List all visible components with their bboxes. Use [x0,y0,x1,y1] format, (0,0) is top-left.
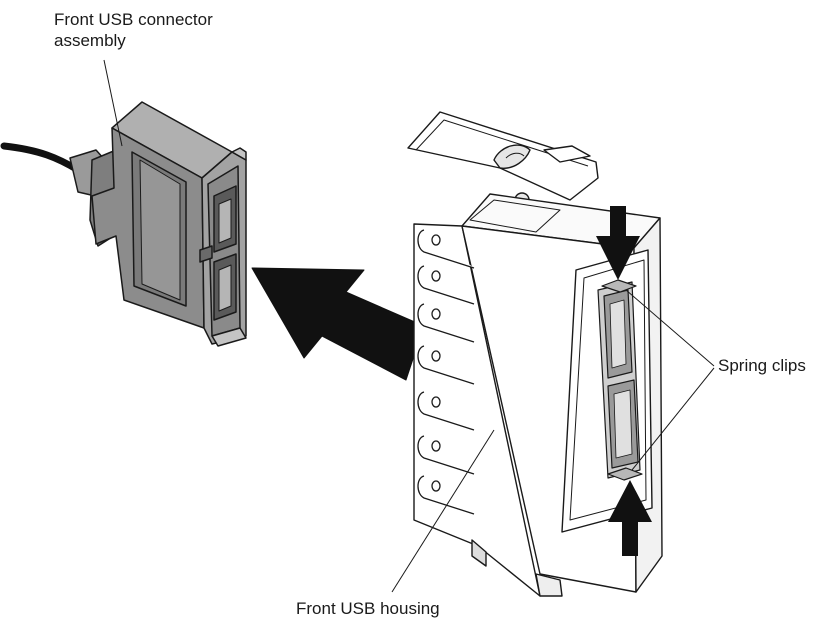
leader-connector [103,59,123,147]
up-arrow-icon [608,480,652,556]
big-left-arrow-icon [251,267,425,381]
label-spring-clips: Spring clips [718,356,806,375]
label-connector-line1: Front USB connector [54,10,213,29]
spring-clip-connector [597,279,643,481]
leader-clip-top [625,289,715,367]
leader-clip-bottom [631,367,715,471]
leader-housing [391,429,495,593]
housing-side-slots [417,229,475,515]
label-front-usb-connector-assembly: Front USB connector assembly [54,9,213,51]
front-usb-connector-assembly [69,101,247,347]
label-front-usb-housing: Front USB housing [296,599,440,618]
usb-cable [0,142,82,174]
label-connector-line2: assembly [54,31,126,50]
callout-leaders [103,59,715,593]
down-arrow-icon [596,206,640,280]
